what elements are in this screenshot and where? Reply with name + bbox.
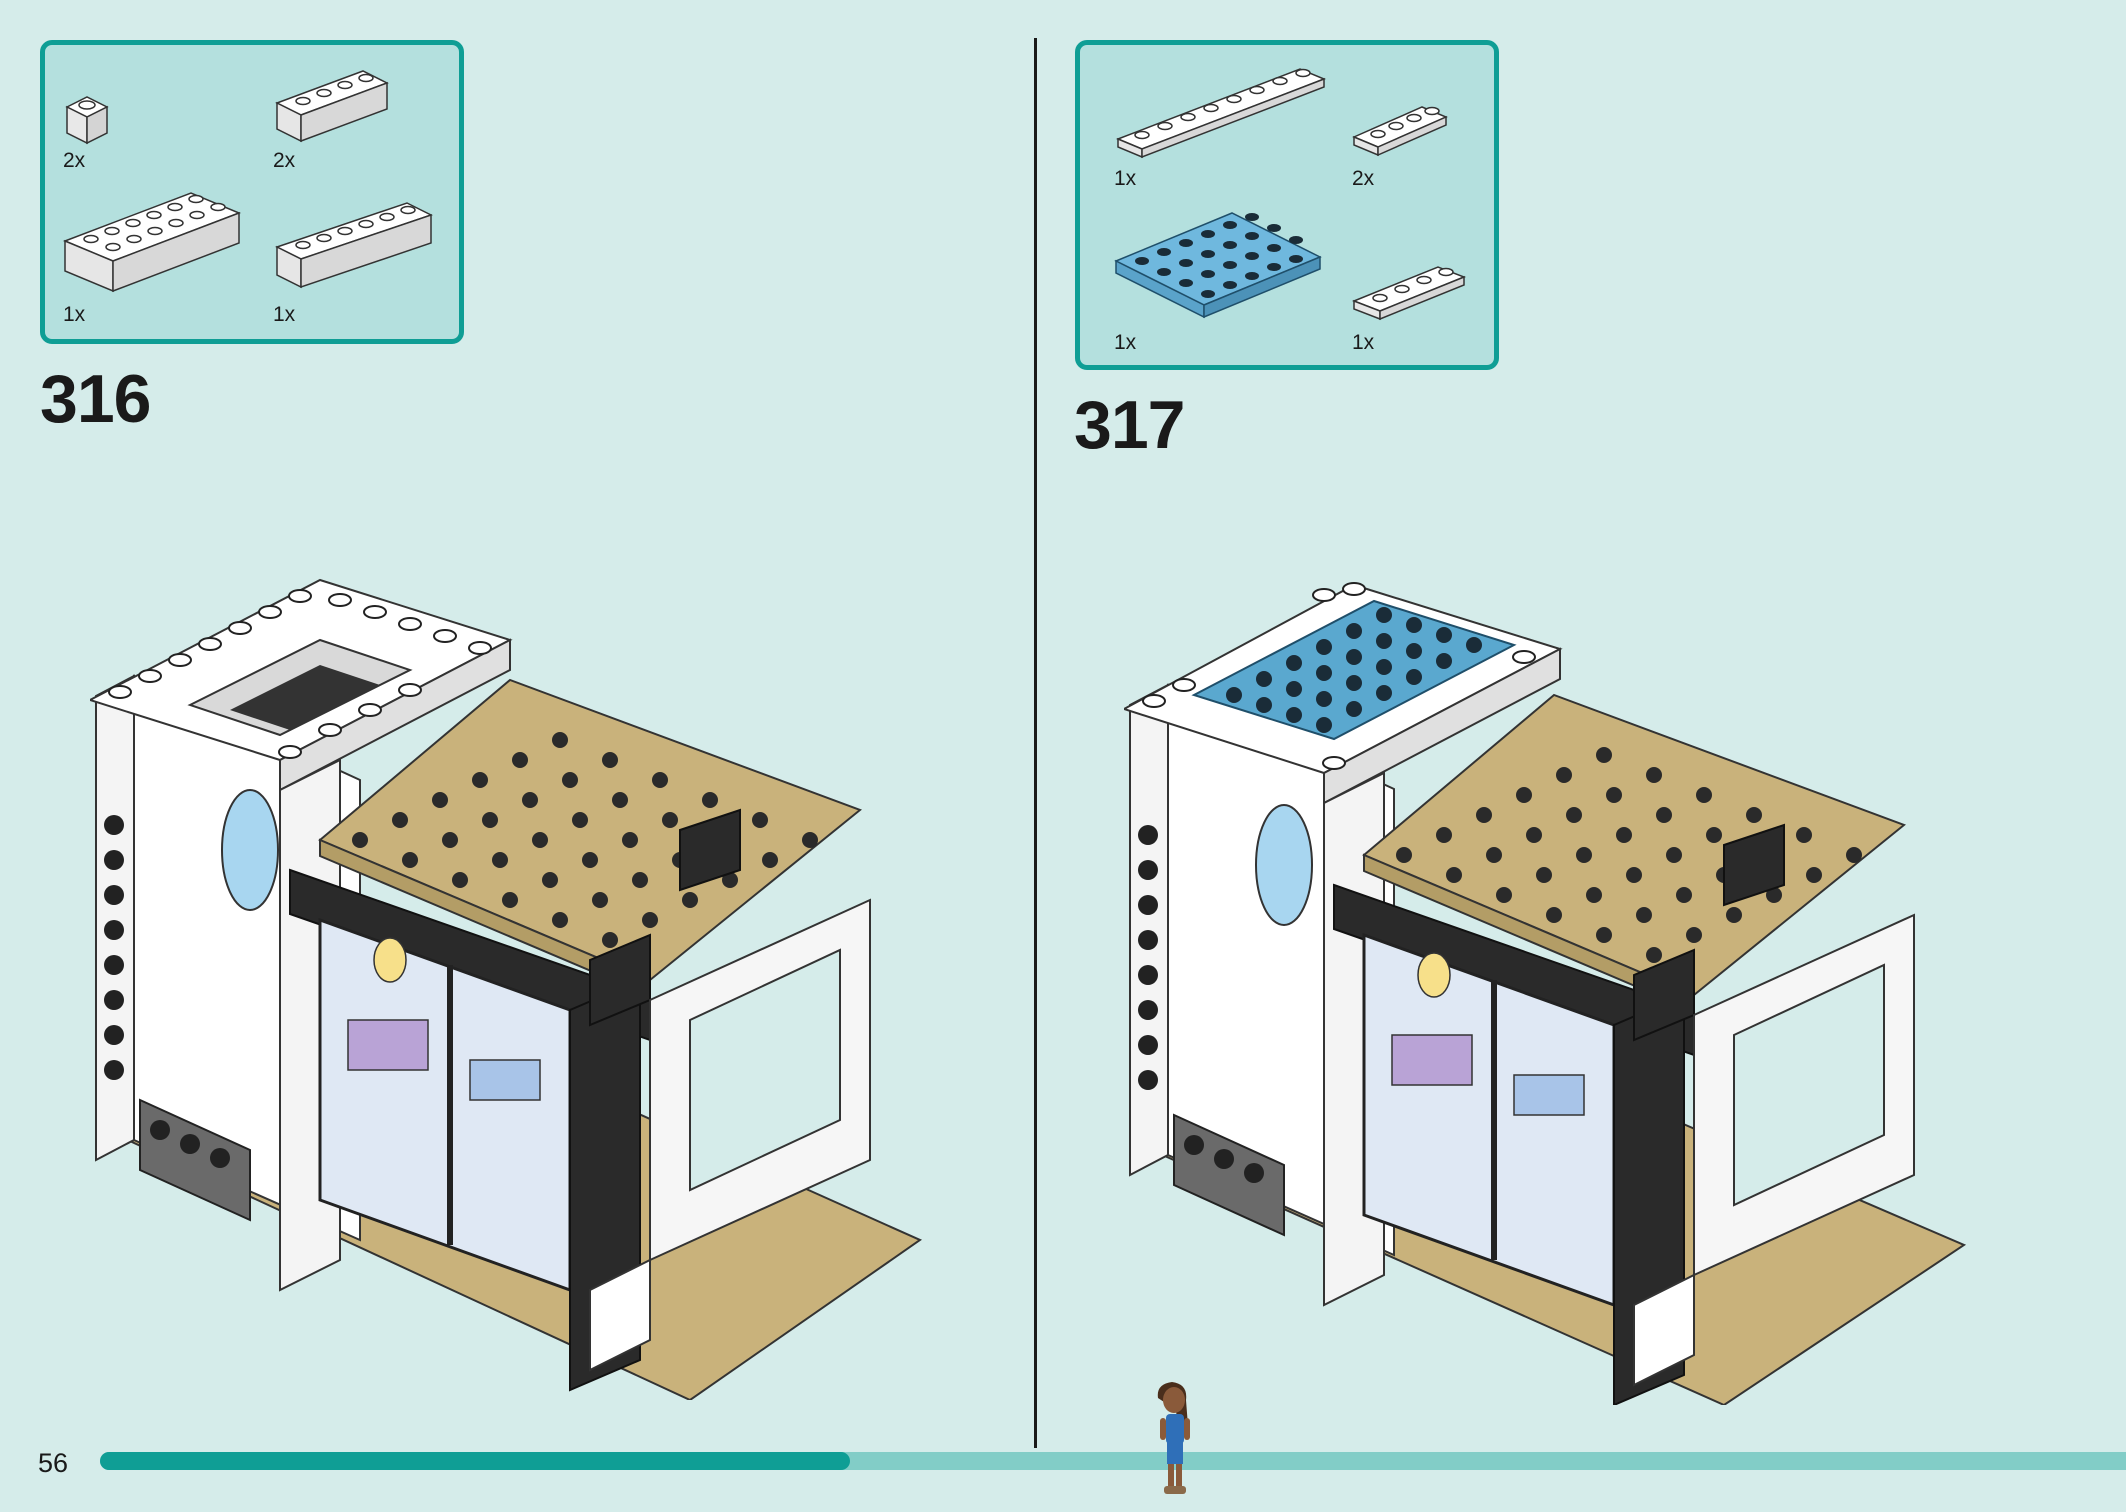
part-white-2x6-brick bbox=[61, 185, 245, 297]
build-illustration-step-316 bbox=[87, 540, 950, 1405]
part-light-blue-4x6-plate bbox=[1112, 205, 1326, 329]
part-white-1x4-brick bbox=[273, 65, 393, 145]
minifigure-progress-marker-icon bbox=[1148, 1380, 1198, 1503]
build-illustration-step-317 bbox=[1121, 545, 1984, 1410]
part-qty: 1x bbox=[1114, 331, 1137, 354]
part-qty: 2x bbox=[273, 149, 296, 172]
part-white-1x4-plate bbox=[1350, 101, 1450, 157]
page-divider bbox=[1034, 38, 1037, 1448]
part-qty: 1x bbox=[63, 303, 86, 326]
step-number-316: 316 bbox=[40, 361, 151, 437]
part-white-1x6-brick bbox=[273, 197, 437, 293]
part-white-1x4-plate-2 bbox=[1350, 261, 1470, 325]
part-qty: 1x bbox=[1352, 331, 1375, 354]
progress-bar-fill bbox=[100, 1452, 850, 1470]
part-white-1x8-plate bbox=[1114, 61, 1330, 161]
part-qty: 2x bbox=[63, 149, 86, 172]
parts-callout-step-316: 2x 2x 1x bbox=[40, 40, 464, 344]
part-qty: 1x bbox=[273, 303, 296, 326]
parts-callout-step-317: 1x 2x bbox=[1075, 40, 1499, 370]
part-qty: 1x bbox=[1114, 167, 1137, 190]
step-number-317: 317 bbox=[1074, 387, 1185, 463]
part-white-1x1-brick bbox=[63, 93, 111, 145]
part-qty: 2x bbox=[1352, 167, 1375, 190]
page-number: 56 bbox=[38, 1448, 69, 1478]
